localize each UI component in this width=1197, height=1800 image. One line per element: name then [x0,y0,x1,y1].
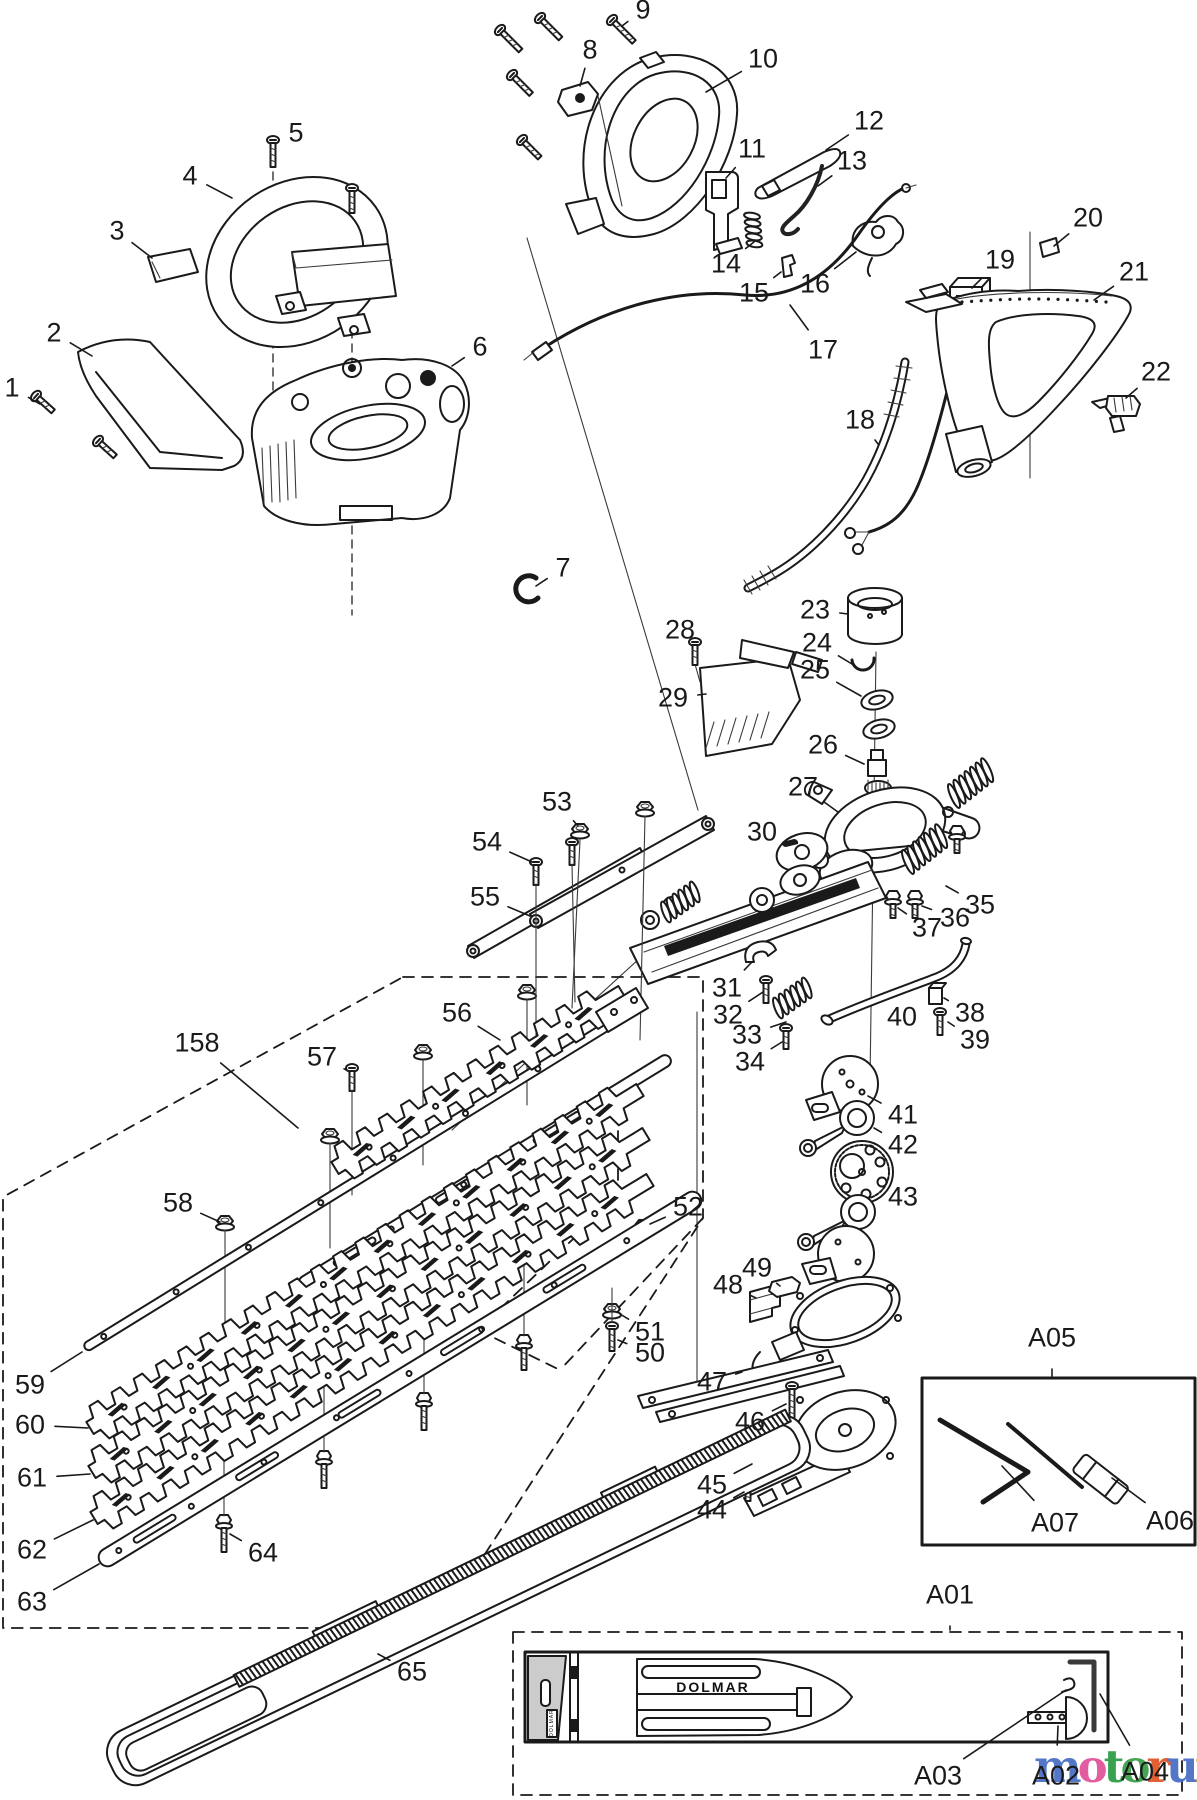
throttle-cable [543,187,904,349]
watermark-letter: o [1120,1740,1150,1793]
grip-texture [960,297,1108,304]
small-bracket [781,254,796,278]
switch-housing-parts [523,51,917,361]
lockoff-lever [754,148,842,200]
throttle-lever [851,215,904,257]
rear-handle-parts [743,237,1141,595]
watermark-letter: t [1103,1740,1125,1793]
blade-cover [106,1408,811,1787]
c-clip [513,573,541,605]
tool-kit [937,1417,1129,1505]
socket-wrench-shaft [1006,1422,1084,1489]
cam-plate-2 [801,1225,875,1285]
alignment-lines [272,171,1031,1393]
cover-gasket [751,1275,902,1375]
retainer-clip [768,1276,801,1298]
a05-box [920,1376,1197,1547]
hook-part [1061,1677,1076,1693]
handle-clamp [291,243,397,307]
package-brand-text: DOLMAR [676,1679,750,1695]
set-screw [781,838,799,848]
watermark-letter: u [1166,1740,1197,1793]
guide-strips [637,1349,845,1423]
spacer-block [928,987,943,1005]
hex-key-a04 [1067,1659,1097,1733]
card-brand-text: DOLMAR [549,1709,555,1737]
fasteners [30,11,995,1553]
watermark-motoruf: motoruf”.de [1034,1744,1197,1789]
hose [743,357,910,593]
ball-bearing [860,689,896,740]
watermark-letter: m [1034,1740,1082,1793]
hex-key-a07 [937,1417,1031,1505]
handle-and-housing-parts [77,176,541,605]
link-bars [466,815,715,959]
packaged-blade [636,1658,853,1737]
half-disc [1065,1696,1088,1740]
socket-wrench-a06 [1072,1453,1129,1505]
blade-set [83,985,703,1568]
connecting-rod [799,1100,875,1157]
snap-ring [850,656,876,672]
watermark-letter: r [1146,1740,1170,1793]
a01-box-outline [512,1631,1183,1796]
leader-lines [27,20,1146,1760]
label-plate [147,248,199,283]
drive-gear [830,1140,894,1204]
gear-case-parts [466,587,981,1517]
cam-plate [805,1055,879,1121]
a01-package-box [523,1650,1110,1744]
watermark-letter: o [1077,1740,1108,1793]
gear-housing [629,780,981,985]
cable-clip [1039,237,1060,258]
baffle-plate [694,639,823,757]
front-guard [77,338,244,471]
package-contents [527,1651,1097,1743]
watermark-letter: f [1195,1740,1197,1793]
spring-wire [780,164,824,237]
cable-clamp [744,940,777,963]
trigger [705,171,739,251]
